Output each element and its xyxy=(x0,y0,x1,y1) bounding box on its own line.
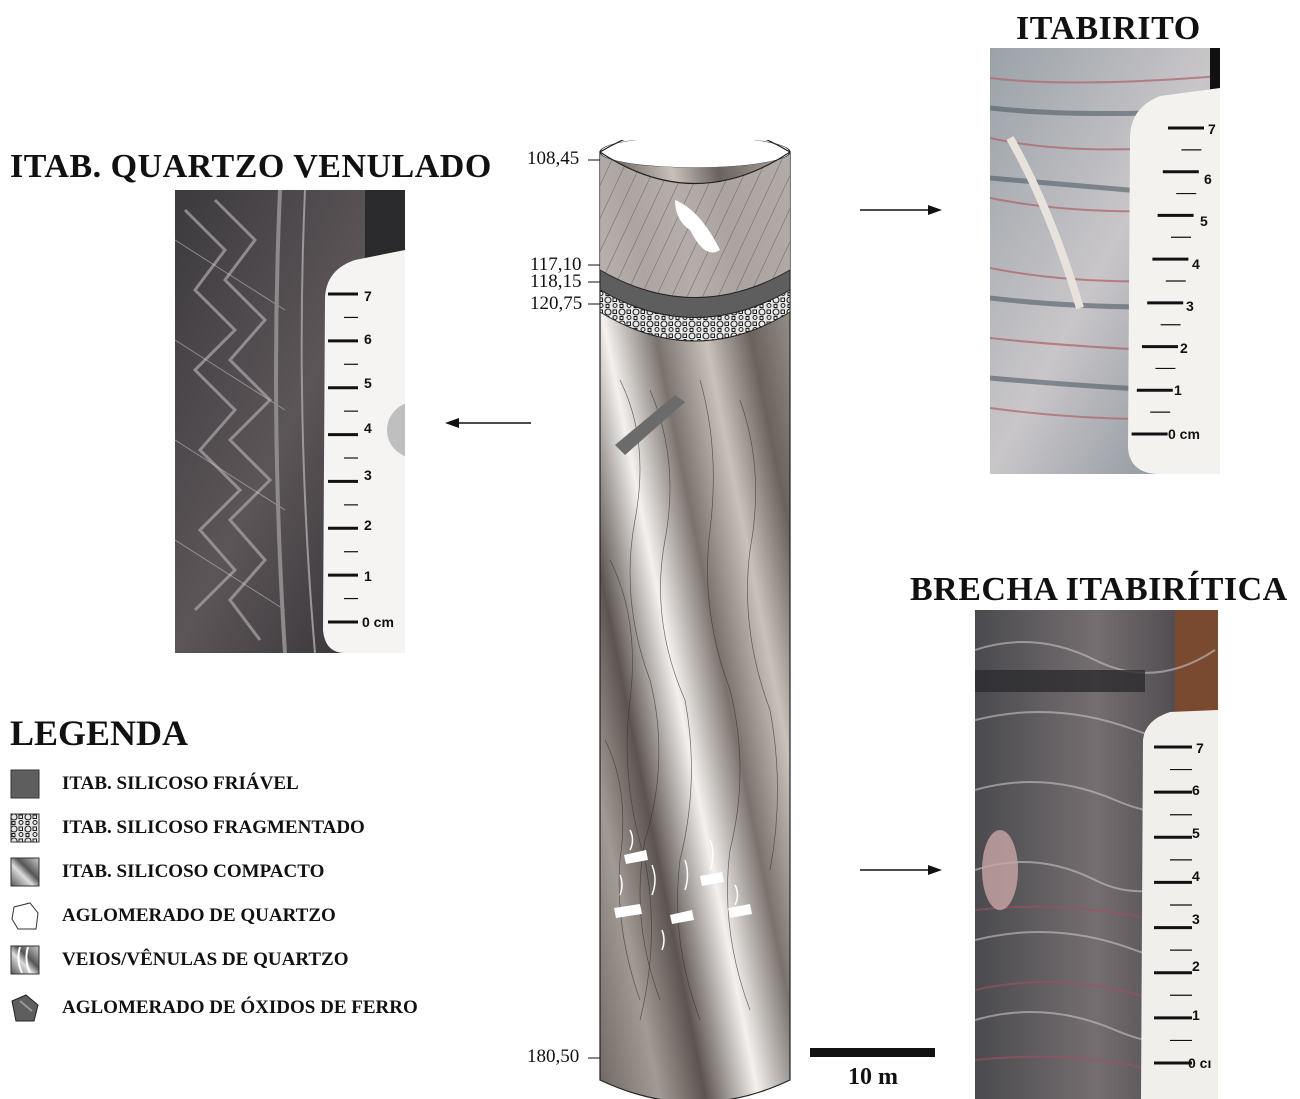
legend-label: VEIOS/VÊNULAS DE QUARTZO xyxy=(62,949,349,971)
legend-item-friavel: ITAB. SILICOSO FRIÁVEL xyxy=(10,768,299,800)
scale-bar-label: 10 m xyxy=(848,1064,898,1091)
scale-label-2: 2 xyxy=(1192,958,1200,974)
depth-label-top: 108,45 xyxy=(527,148,579,170)
scale-label-4: 4 xyxy=(364,420,372,436)
legend-title: LEGENDA xyxy=(10,712,188,754)
scale-label-6: 6 xyxy=(364,331,372,347)
scale-label-3: 3 xyxy=(364,467,372,483)
scale-label-0cm: 0 cı xyxy=(1188,1055,1211,1071)
scale-label-0cm: 0 cm xyxy=(362,614,394,630)
scale-label-6: 6 xyxy=(1192,782,1200,798)
scale-label-1: 1 xyxy=(364,568,372,584)
dark-polygon-swatch-icon xyxy=(10,993,40,1023)
scale-label-7: 7 xyxy=(364,288,372,304)
legend-item-compacto: ITAB. SILICOSO COMPACTO xyxy=(10,856,324,888)
legend-label: ITAB. SILICOSO FRAGMENTADO xyxy=(62,817,365,839)
legend-item-oxidos-ferro: AGLOMERADO DE ÓXIDOS DE FERRO xyxy=(10,992,418,1024)
scale-label-1: 1 xyxy=(1192,1007,1200,1023)
scale-label-1: 1 xyxy=(1174,382,1182,398)
scale-ruler-brecha: 7 6 5 4 3 2 1 0 cı xyxy=(1140,735,1220,1085)
scale-label-4: 4 xyxy=(1192,868,1200,884)
white-blob-swatch-icon xyxy=(10,901,40,931)
legend-label: ITAB. SILICOSO COMPACTO xyxy=(62,861,324,883)
scale-label-7: 7 xyxy=(1196,740,1204,756)
scale-label-3: 3 xyxy=(1186,298,1194,314)
photo-title-itabirito: ITABIRITO xyxy=(1016,10,1201,48)
arrow-to-brecha xyxy=(858,860,944,880)
arrow-to-itabirito xyxy=(858,200,944,220)
depth-ticks xyxy=(588,150,602,1070)
scale-ruler-itabirito: 7 6 5 4 3 2 1 0 cm xyxy=(1128,118,1220,448)
depth-label-118: 118,15 xyxy=(530,271,582,293)
photo-title-brecha: BRECHA ITABIRÍTICA xyxy=(910,571,1288,609)
arrow-to-quartzo-venulado xyxy=(443,413,533,433)
scale-label-6: 6 xyxy=(1204,171,1212,187)
scale-bar xyxy=(810,1048,935,1057)
scale-label-2: 2 xyxy=(364,517,372,533)
depth-label-120: 120,75 xyxy=(530,293,582,315)
photo-title-quartzo-venulado: ITAB. QUARTZO VENULADO xyxy=(10,148,492,186)
scale-label-3: 3 xyxy=(1192,911,1200,927)
diagonal-gradient-swatch-icon xyxy=(10,857,40,887)
scale-label-0cm: 0 cm xyxy=(1168,426,1200,442)
drill-core-column xyxy=(590,140,800,1099)
scale-label-5: 5 xyxy=(364,375,372,391)
legend-label: AGLOMERADO DE QUARTZO xyxy=(62,905,336,927)
circles-pattern-swatch-icon xyxy=(10,813,40,843)
scale-label-5: 5 xyxy=(1200,213,1208,229)
scale-label-4: 4 xyxy=(1192,256,1200,272)
legend-item-fragmentado: ITAB. SILICOSO FRAGMENTADO xyxy=(10,812,365,844)
legend-item-veios: VEIOS/VÊNULAS DE QUARTZO xyxy=(10,944,349,976)
veins-swatch-icon xyxy=(10,945,40,975)
scale-label-2: 2 xyxy=(1180,340,1188,356)
solid-dark-swatch-icon xyxy=(10,769,40,799)
scale-label-5: 5 xyxy=(1192,825,1200,841)
scale-ruler-quartzo-venulado: 7 6 5 4 3 2 1 0 cm xyxy=(322,280,412,640)
legend-label: ITAB. SILICOSO FRIÁVEL xyxy=(62,773,299,795)
scale-label-7: 7 xyxy=(1208,121,1216,137)
legend-label: AGLOMERADO DE ÓXIDOS DE FERRO xyxy=(62,997,418,1019)
legend-item-aglomerado-quartzo: AGLOMERADO DE QUARTZO xyxy=(10,900,336,932)
depth-label-bottom: 180,50 xyxy=(527,1046,579,1068)
